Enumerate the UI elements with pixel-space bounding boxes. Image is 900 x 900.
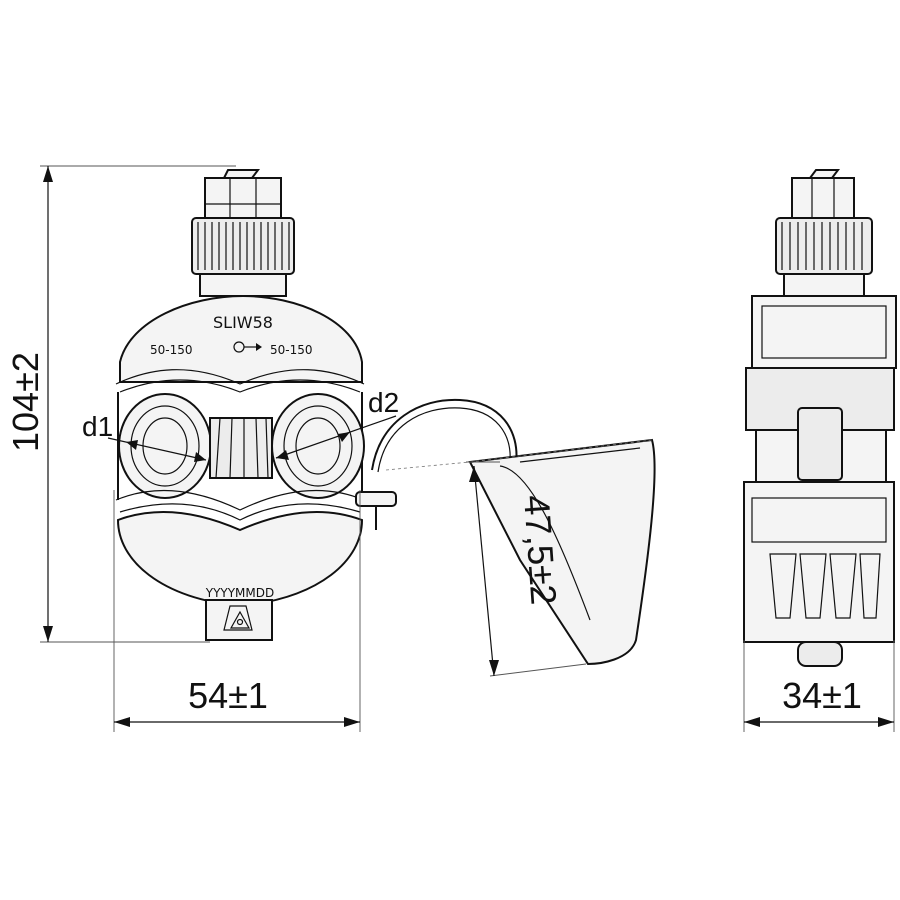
front-width-dimension-label: 54±1 <box>188 675 268 716</box>
recycle-icon <box>229 610 251 629</box>
d1-label: d1 <box>82 411 113 442</box>
rotation-arrow-icon <box>233 341 262 353</box>
range-left-label: 50-150 <box>150 343 193 357</box>
d2-label: d2 <box>368 387 399 418</box>
dimensions: 104±2 54±1 34±1 <box>5 165 895 732</box>
front-view: SLIW58 50-150 50-150 YYYYMMDD d1 d2 <box>82 169 518 641</box>
range-right-label: 50-150 <box>270 343 313 357</box>
date-code-label: YYYYMMDD <box>205 586 275 600</box>
end-cap: 47,5±2 <box>385 438 656 677</box>
model-label: SLIW58 <box>213 313 273 332</box>
height-dimension-label: 104±2 <box>5 352 46 452</box>
cap-dimension-label: 47,5±2 <box>516 494 565 606</box>
side-width-dimension-label: 34±1 <box>782 675 862 716</box>
side-view <box>743 169 897 667</box>
